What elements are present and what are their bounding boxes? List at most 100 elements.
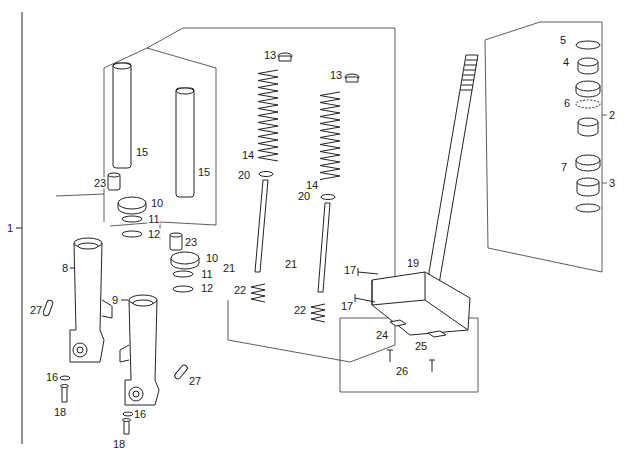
callout-number: 22 (233, 285, 247, 296)
small-hardware (62, 386, 67, 402)
seal-parts (171, 252, 199, 264)
fork-leg (73, 343, 87, 357)
callout-number: 26 (395, 366, 409, 377)
callout-number: 6 (563, 98, 571, 109)
callout-number: 11 (147, 214, 160, 225)
headset-bearing (576, 41, 600, 49)
callout-number: 27 (29, 305, 43, 316)
fork-leg (74, 238, 102, 248)
spring-parts (251, 53, 359, 322)
headset-bearing (578, 58, 598, 66)
fork-tube (176, 88, 194, 197)
callout-number: 1 (6, 223, 14, 234)
callout-number: 9 (111, 295, 119, 306)
seal-parts (108, 173, 199, 292)
callout-number: 21 (222, 263, 236, 274)
callout-number: 15 (197, 167, 211, 178)
headset-bearing (576, 41, 600, 212)
headset-bearing (576, 155, 600, 165)
callout-number: 16 (133, 409, 147, 420)
seal-parts (122, 216, 142, 222)
steering-stem (426, 55, 478, 290)
fork-leg (133, 300, 153, 306)
fork-leg (70, 243, 104, 362)
seal-parts (108, 174, 120, 190)
assembly-bracket (16, 228, 22, 229)
small-hardware (174, 364, 189, 380)
spring-parts (346, 77, 358, 82)
steering-stem (355, 55, 478, 372)
callout-number: 15 (135, 147, 149, 158)
group-outline (147, 28, 395, 362)
seal-parts (173, 271, 193, 277)
spring-parts (318, 203, 330, 292)
small-hardware (42, 299, 188, 434)
spring-parts (251, 284, 265, 302)
small-hardware (60, 376, 70, 380)
fork-tube (113, 63, 131, 69)
callout-number: 7 (560, 162, 568, 173)
small-hardware (123, 412, 133, 416)
callout-number: 13 (263, 50, 277, 61)
callout-number: 10 (205, 253, 219, 264)
callout-number: 23 (93, 178, 107, 189)
small-hardware (123, 419, 131, 422)
fork-leg (129, 295, 157, 305)
callout-number: 20 (237, 170, 251, 181)
small-hardware (124, 420, 129, 434)
assembly-bracket (16, 12, 22, 444)
seal-parts (108, 173, 120, 177)
spring-parts (311, 304, 325, 322)
callout-number: 19 (406, 258, 420, 269)
spring-parts (255, 180, 268, 272)
seal-parts (173, 286, 193, 292)
callout-number: 12 (200, 283, 214, 294)
small-hardware (42, 299, 53, 316)
steering-stem (372, 272, 468, 330)
callout-number: 22 (293, 305, 307, 316)
callout-number: 2 (608, 110, 616, 121)
fork-leg (125, 300, 159, 405)
callout-number: 27 (188, 376, 202, 387)
fork-leg (120, 295, 159, 405)
callout-number: 14 (305, 180, 319, 191)
fork-leg (133, 391, 139, 397)
callout-number: 3 (608, 178, 616, 189)
headset-bearing (577, 178, 599, 186)
fork-leg (129, 387, 143, 401)
group-outline (485, 22, 602, 272)
callout-number: 18 (112, 439, 126, 450)
fork-leg (70, 268, 74, 269)
callout-number: 8 (61, 263, 69, 274)
spring-parts (259, 172, 273, 177)
spring-parts (258, 70, 278, 161)
steering-stem (372, 272, 470, 335)
seal-parts (170, 234, 182, 250)
spring-parts (320, 92, 340, 180)
callout-number: 11 (200, 269, 213, 280)
headset-bearing (578, 118, 598, 126)
group-outline (56, 194, 104, 222)
headset-bearing (576, 81, 600, 91)
steering-stem (355, 268, 378, 302)
callout-number: 20 (297, 191, 311, 202)
seal-parts (170, 233, 182, 237)
steering-stem (460, 60, 478, 90)
callout-number: 21 (284, 259, 298, 270)
fork-leg (78, 243, 98, 249)
callout-number: 18 (53, 407, 67, 418)
callout-number: 17 (343, 265, 357, 276)
headset-bearing (576, 204, 600, 212)
callout-number: 23 (184, 237, 198, 248)
callout-number: 24 (375, 330, 389, 341)
group-outline (104, 48, 216, 225)
callout-number: 13 (329, 70, 343, 81)
seal-parts (118, 197, 146, 209)
group-outline (602, 115, 607, 183)
callout-number: 12 (147, 229, 161, 240)
callout-number: 10 (150, 198, 164, 209)
callout-number: 5 (559, 35, 567, 46)
small-hardware (61, 385, 69, 388)
